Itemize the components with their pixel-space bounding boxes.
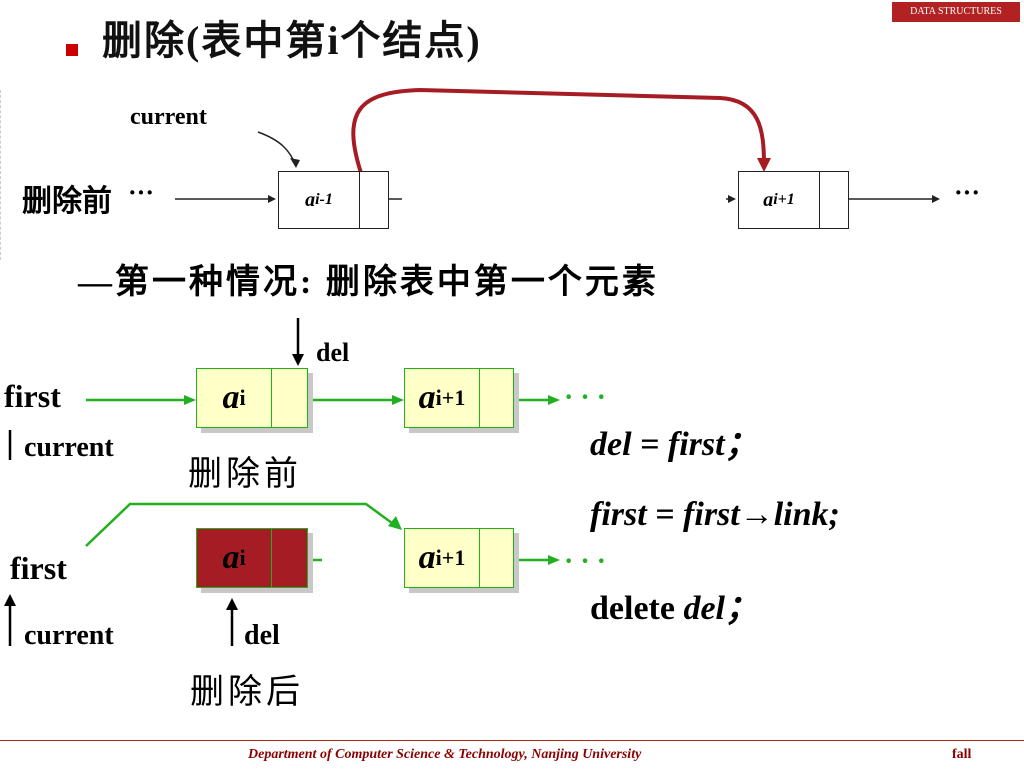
top-state-label: 删除前 [22, 184, 112, 219]
before-ellipsis: · · · [564, 382, 607, 413]
code-line-1-text: del = first； [590, 426, 759, 463]
before-state-label: 删除前 [188, 454, 302, 494]
top-ellipsis-right: ··· [954, 178, 981, 207]
before-node2-value: a [418, 379, 436, 416]
top-node-prev-sub: i-1 [315, 191, 333, 208]
before-first-label: first [4, 378, 61, 414]
code-line-3-keyword: delete [590, 590, 684, 627]
footer-term: fall [952, 747, 972, 762]
case-subtitle: —第一种情况: 删除表中第一个元素 [78, 264, 659, 301]
top-current-label: current [130, 104, 207, 130]
top-node-prev-link [360, 172, 388, 228]
top-node-next-value: a [763, 188, 774, 211]
after-node2-sub: i+1 [435, 545, 466, 570]
code-line-2: first = first→link; [590, 496, 840, 534]
title-bullet-icon [66, 44, 78, 56]
code-line-2-text: first = first→link; [590, 496, 840, 533]
code-line-1: del = first； [590, 416, 759, 465]
after-node1-sub: i [239, 545, 246, 570]
after-del-label: del [244, 620, 280, 651]
code-line-3: delete del； [590, 580, 759, 629]
divider [0, 90, 3, 260]
before-node2-sub: i+1 [435, 385, 466, 410]
before-current-label: current [24, 432, 114, 463]
after-node2-value: a [418, 539, 436, 576]
after-ellipsis: · · · [564, 546, 607, 577]
header-tag: DATA STRUCTURES [892, 2, 1020, 22]
after-first-label: first [10, 550, 67, 586]
footer-department: Department of Computer Science & Technol… [248, 747, 642, 762]
before-del-label: del [316, 338, 350, 367]
top-ellipsis-left: ··· [128, 178, 155, 207]
page-title: 删除(表中第i个结点) [102, 18, 482, 63]
top-node-next-sub: i+1 [773, 191, 795, 208]
top-node-next-link [820, 172, 848, 228]
footer: Department of Computer Science & Technol… [0, 740, 1024, 769]
before-node1-sub: i [239, 385, 246, 410]
top-node-prev-value: a [305, 188, 316, 211]
after-state-label: 删除后 [190, 672, 304, 712]
before-node1-value: a [222, 379, 240, 416]
lower-diagram-arrows [4, 318, 560, 646]
after-node1-value: a [222, 539, 240, 576]
code-line-3-var: del； [683, 590, 759, 627]
after-current-label: current [24, 620, 114, 651]
